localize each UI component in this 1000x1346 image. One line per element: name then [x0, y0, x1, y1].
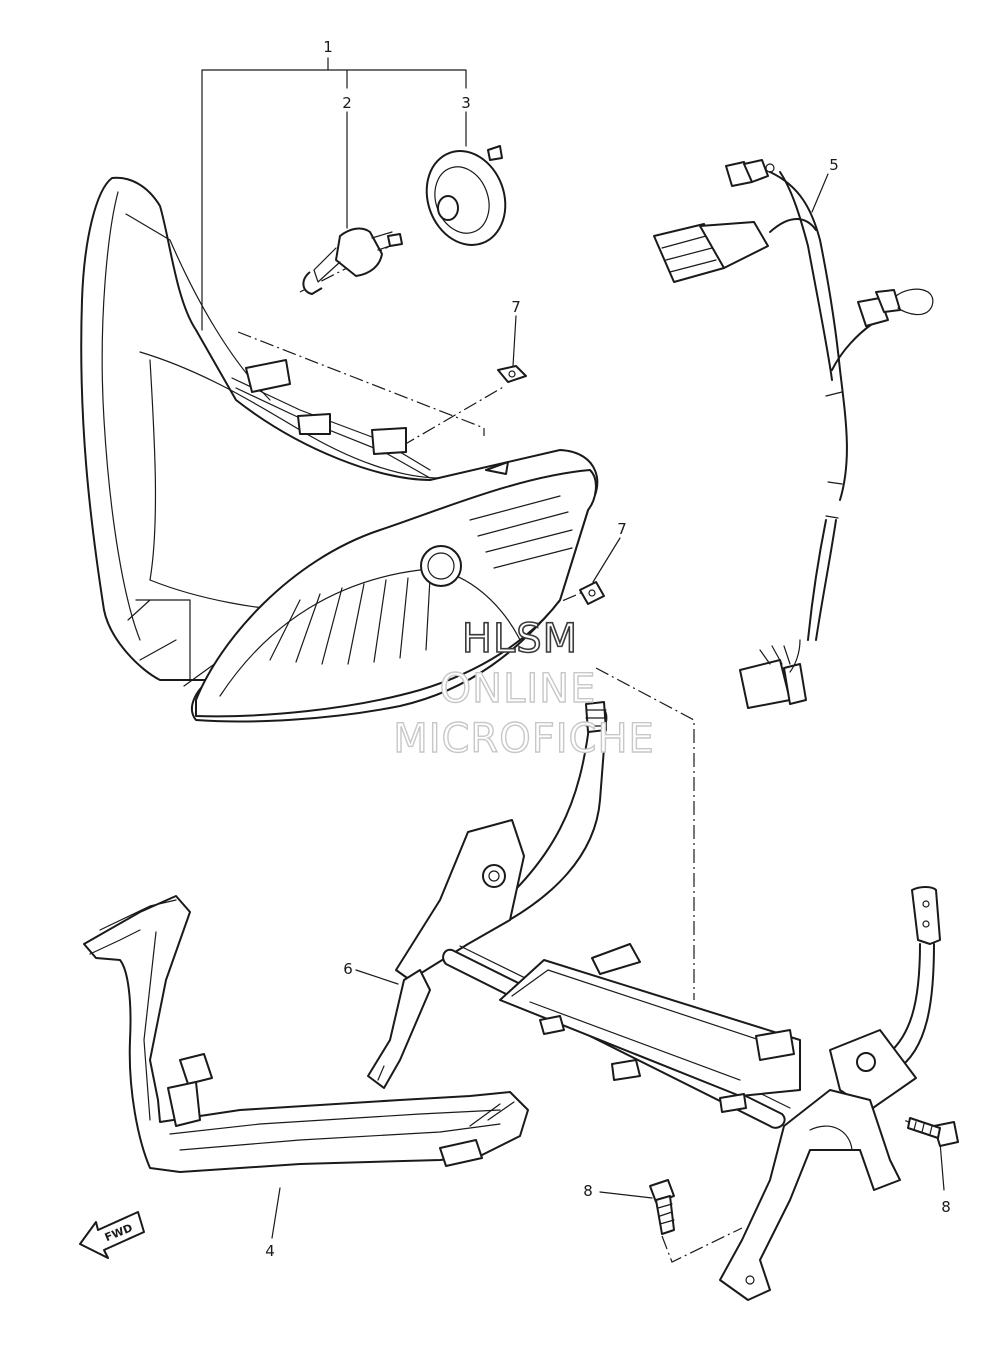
- callout-6: 6: [343, 960, 353, 978]
- callout-2: 2: [342, 94, 352, 112]
- bolt-left: [649, 1179, 675, 1235]
- bolt-right: [907, 1117, 959, 1147]
- callout-8-right: 8: [941, 1198, 951, 1216]
- clip-nut-lower: [579, 581, 605, 605]
- callout-3: 3: [461, 94, 471, 112]
- watermark-line-3: MICROFICHE: [393, 716, 655, 762]
- callout-5: 5: [829, 156, 839, 174]
- callout-7-lower: 7: [617, 520, 627, 538]
- callout-4: 4: [265, 1242, 275, 1260]
- callout-8-left: 8: [583, 1182, 593, 1200]
- clip-nut-upper: [497, 365, 527, 383]
- callout-numbers: 1 2 3 5 7 7 6 4 8 8: [265, 38, 951, 1260]
- watermark-line-1: HLSM: [462, 616, 578, 662]
- headlight-assembly: [80, 176, 599, 723]
- headlight-stay: [367, 701, 941, 1301]
- lower-cover: [83, 895, 529, 1173]
- headlight-bulb: [302, 227, 403, 295]
- fwd-arrow: FWD: [79, 1211, 145, 1259]
- callout-1: 1: [323, 38, 333, 56]
- wire-harness: [653, 159, 934, 709]
- callout-7-upper: 7: [511, 298, 521, 316]
- bulb-cover: [425, 145, 507, 246]
- watermark-line-2: ONLINE: [440, 666, 597, 712]
- watermark: HLSM ONLINE MICROFICHE: [392, 615, 655, 763]
